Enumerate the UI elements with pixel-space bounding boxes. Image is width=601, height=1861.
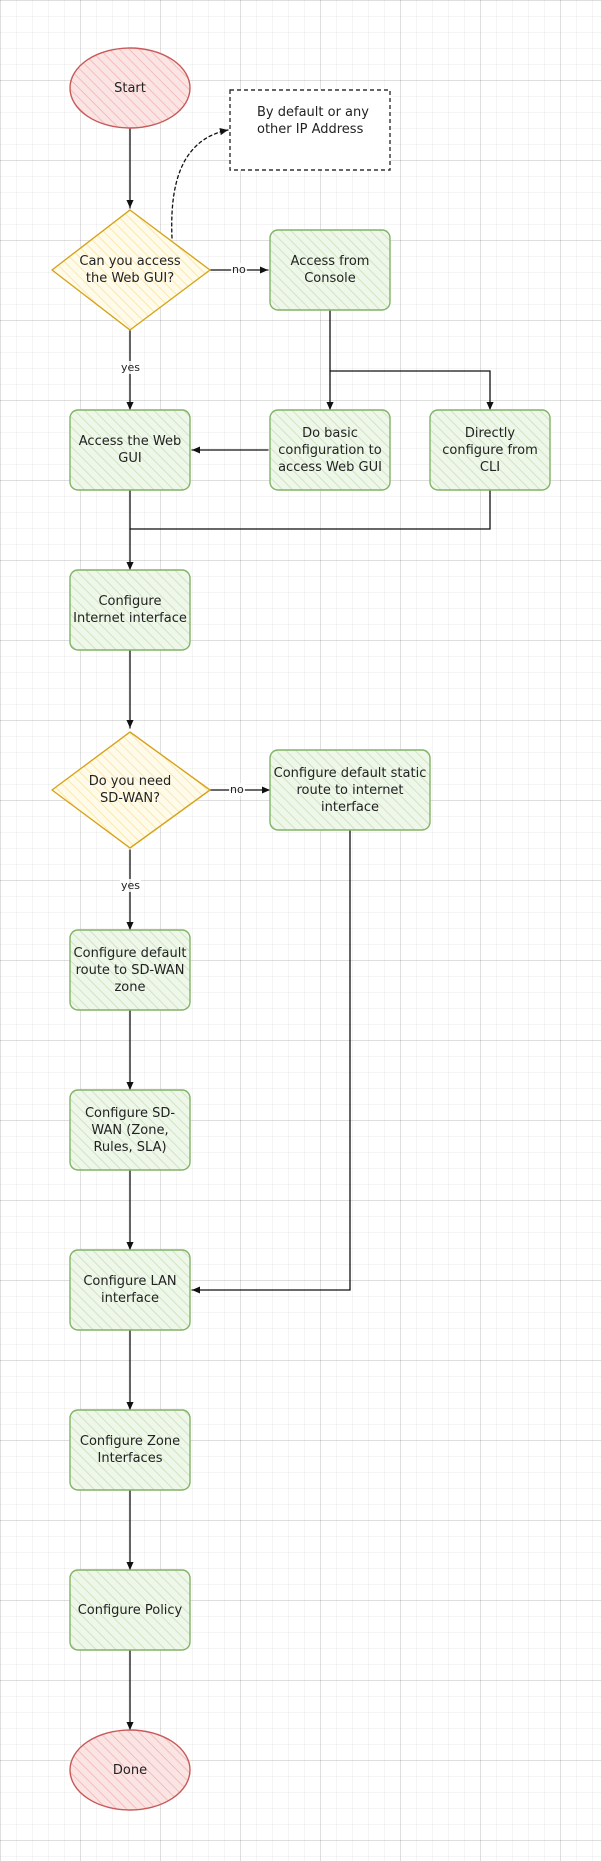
config-sdwan-label: Configure SD-WAN (Zone, Rules, SLA) [84, 1105, 176, 1155]
access-web-box [69, 409, 191, 491]
edge-label-yes-web-gui: yes [120, 361, 142, 374]
basic-config-label: Do basic configuration to access Web GUI [278, 425, 382, 475]
sdwan-question-label: Do you need SD-WAN? [88, 774, 172, 806]
edge-label-no-sdwan: no [229, 783, 245, 796]
access-web-label: Access the Web GUI [78, 434, 182, 466]
access-console-box [269, 229, 391, 311]
config-internet-box [69, 569, 191, 651]
config-lan-box [69, 1249, 191, 1331]
done-terminal [69, 1729, 191, 1811]
sdwan-decision [51, 731, 211, 849]
direct-cli-label: Directly configure from CLI [442, 425, 538, 475]
default-route-sdwan-box [69, 929, 191, 1011]
done-label: Done [112, 1762, 148, 1778]
config-zone-label: Configure Zone Interfaces [79, 1434, 181, 1466]
web-gui-decision [51, 209, 211, 331]
edge-note-connector [171, 128, 229, 239]
note-label: By default or any other IP Address [257, 105, 369, 137]
config-zone-box [69, 1409, 191, 1491]
edge-label-yes-sdwan: yes [120, 879, 142, 892]
config-lan-label: Configure LAN interface [83, 1274, 177, 1306]
config-policy-box [69, 1569, 191, 1651]
basic-config-box [269, 409, 391, 491]
config-sdwan-box [69, 1089, 191, 1171]
edge-label-no-web-gui: no [231, 263, 247, 276]
note-box [229, 89, 391, 171]
edge-console-to-cli [329, 370, 494, 411]
static-route-label: Configure default static route to intern… [273, 765, 427, 815]
web-gui-question-label: Can you access the Web GUI? [79, 254, 181, 286]
edge-cli-to-internet [129, 489, 491, 530]
config-policy-label: Configure Policy [77, 1602, 183, 1618]
start-terminal [69, 47, 191, 129]
access-console-label: Access from Console [290, 254, 370, 286]
start-label: Start [114, 80, 146, 96]
direct-cli-box [429, 409, 551, 491]
edge-static-to-lan [191, 829, 351, 1294]
config-internet-label: Configure Internet interface [73, 594, 187, 626]
default-route-sdwan-label: Configure default route to SD-WAN zone [73, 945, 187, 995]
static-route-box [269, 749, 431, 831]
